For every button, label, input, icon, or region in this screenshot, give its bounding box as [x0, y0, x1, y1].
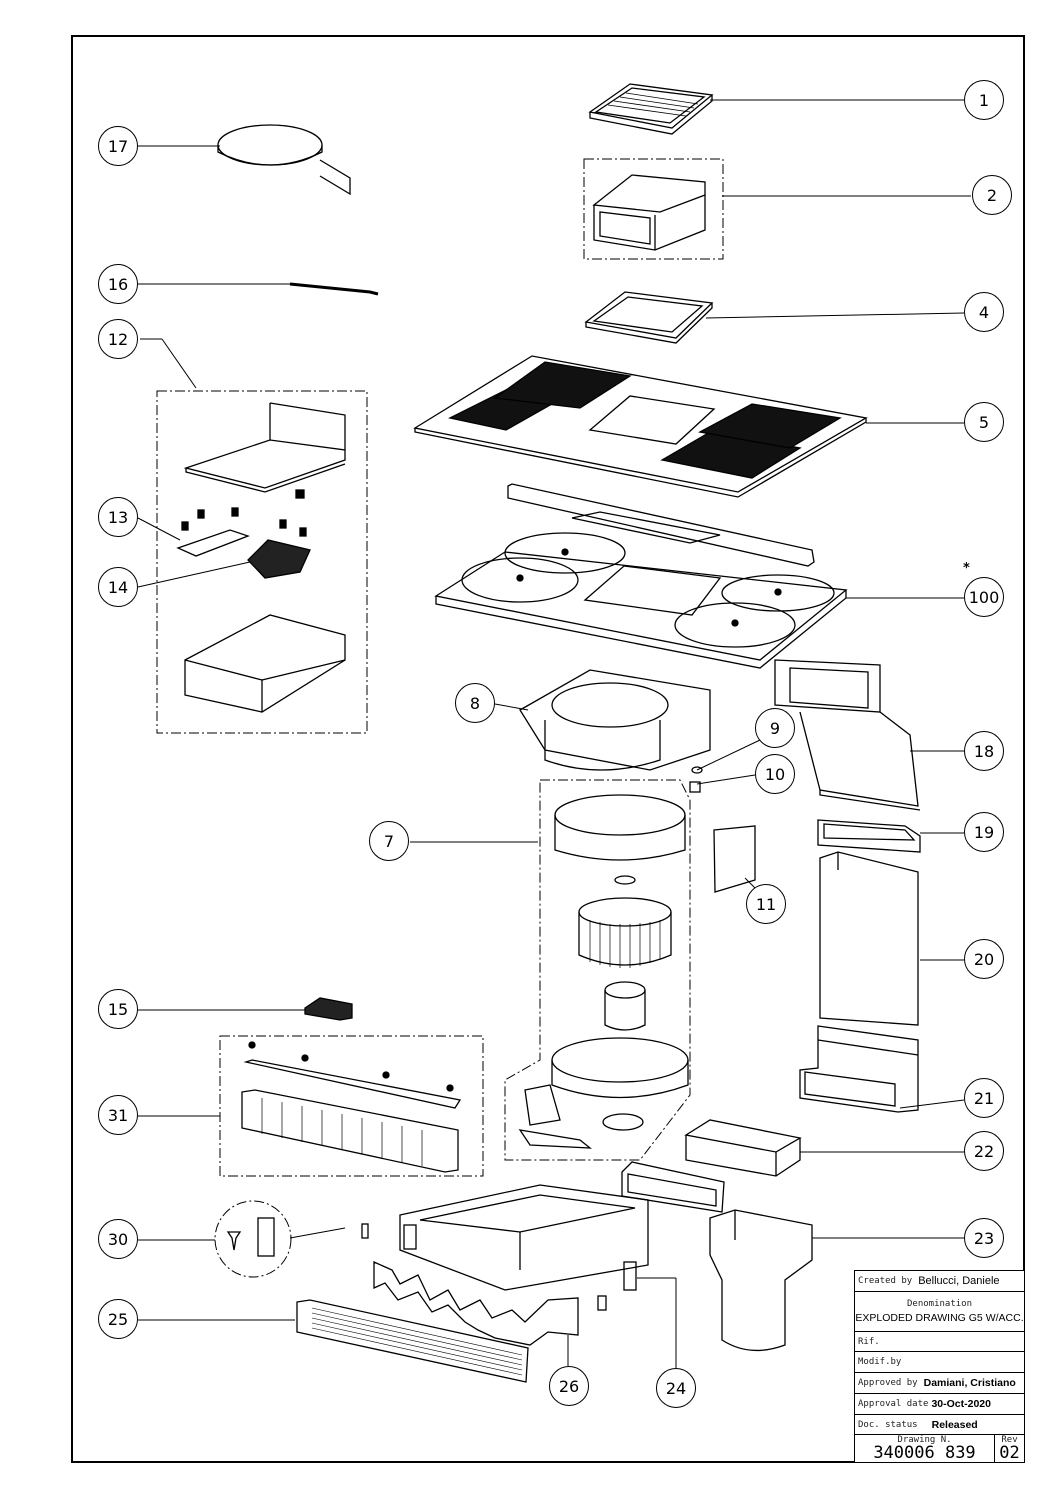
callout-24: 24	[656, 1368, 696, 1408]
tb-status-label: Doc. status	[858, 1419, 918, 1430]
tb-rif-row: Rif.	[855, 1332, 1024, 1352]
callout-18: 18	[964, 731, 1004, 771]
callout-19: 19	[964, 812, 1004, 852]
callout-9: 9	[755, 708, 795, 748]
tb-status-row: Doc. status Released	[855, 1415, 1024, 1435]
callout-14: 14	[98, 567, 138, 607]
drawing-frame	[71, 35, 1025, 1463]
part-9-washer	[691, 766, 703, 774]
tb-rif-label: Rif.	[858, 1336, 880, 1347]
part-8-fan-housing	[519, 669, 711, 771]
callout-25: 25	[98, 1299, 138, 1339]
tb-modif-row: Modif.by	[855, 1352, 1024, 1373]
part-19-gasket	[817, 819, 921, 853]
callout-13: 13	[98, 497, 138, 537]
callout-21: 21	[964, 1078, 1004, 1118]
callout-1: 1	[964, 80, 1004, 120]
part-15-module	[304, 997, 353, 1021]
callout-22: 22	[964, 1131, 1004, 1171]
part-25-grille	[296, 1299, 529, 1383]
part-clip	[597, 1295, 607, 1311]
callout-23: 23	[964, 1218, 1004, 1258]
part-13-board	[176, 529, 250, 557]
part-18-duct-elbow	[774, 659, 921, 811]
part-16-sensor	[289, 282, 379, 296]
part-22-duct	[684, 1119, 802, 1177]
part-21-elbow	[799, 1025, 919, 1113]
callout-2: 2	[972, 175, 1012, 215]
tb-created-label: Created by	[858, 1276, 913, 1286]
callout-15: 15	[98, 989, 138, 1029]
tb-drawing-label: Drawing N.	[897, 1435, 952, 1445]
part-26-baffle	[373, 1260, 579, 1346]
callout-5: 5	[964, 402, 1004, 442]
tb-modif-label: Modif.by	[858, 1357, 902, 1367]
callout-30: 30	[98, 1219, 138, 1259]
part-23-adapter	[621, 1161, 813, 1352]
tb-status-value: Released	[931, 1418, 978, 1431]
part-10-nut	[689, 781, 701, 793]
part-11-bracket	[713, 825, 756, 893]
leader-lines	[137, 99, 971, 1368]
support-bar	[507, 483, 815, 567]
callout-4: 4	[964, 292, 1004, 332]
tb-rev-value: 02	[999, 1443, 1020, 1463]
callout-8: 8	[455, 683, 495, 723]
callout-16: 16	[98, 264, 138, 304]
part-31-cover-rail	[241, 1041, 462, 1173]
tb-rev-cell: Rev 02	[995, 1435, 1024, 1462]
tb-rev-label: Rev	[1001, 1435, 1018, 1445]
tb-denomination-row: Denomination EXPLODED DRAWING G5 W/ACC.	[855, 1292, 1024, 1332]
callout-7: 7	[369, 821, 409, 861]
tb-created-value: Bellucci, Daniele	[918, 1275, 1000, 1287]
tb-approved-value: Damiani, Cristiano	[923, 1377, 1016, 1389]
callout-20: 20	[964, 939, 1004, 979]
tb-date-value: 30-Oct-2020	[931, 1398, 991, 1410]
part-4-frame	[584, 291, 714, 344]
part-30-accessories	[226, 1217, 369, 1257]
tb-denomination-label: Denomination	[906, 1299, 973, 1309]
part-14-pcb	[247, 539, 311, 579]
tb-approved-row: Approved by Damiani, Cristiano	[855, 1373, 1024, 1394]
part-100-induction-module	[434, 532, 848, 669]
part-20-duct-straight	[819, 851, 919, 1026]
callout-11: 11	[746, 884, 786, 924]
callout-31: 31	[98, 1095, 138, 1135]
part-1-grill	[588, 83, 714, 135]
part-24-plinth-frame	[399, 1184, 649, 1291]
tb-approved-label: Approved by	[858, 1378, 918, 1388]
tb-drawing-cell: Drawing N. 340006 839	[855, 1435, 995, 1462]
part-5-hob-glass	[413, 355, 868, 498]
part-17-tape-ring	[217, 124, 351, 196]
callout-100: 100	[964, 577, 1004, 617]
part-7-fan-assembly	[518, 794, 689, 1149]
tb-drawing-value: 340006 839	[873, 1443, 976, 1463]
asterisk-marker: *	[963, 561, 970, 576]
tb-date-label: Approval date	[858, 1399, 929, 1409]
part-12-control-box	[181, 402, 346, 713]
callout-17: 17	[98, 126, 138, 166]
callout-10: 10	[755, 754, 795, 794]
callout-26: 26	[549, 1366, 589, 1406]
callout-12: 12	[98, 319, 138, 359]
tb-denomination-value: EXPLODED DRAWING G5 W/ACC.	[855, 1312, 1024, 1324]
tb-created-row: Created by Bellucci, Daniele	[855, 1271, 1024, 1292]
title-block: Created by Bellucci, Daniele Denominatio…	[854, 1270, 1025, 1463]
part-2-tray	[592, 174, 706, 251]
tb-date-row: Approval date 30-Oct-2020	[855, 1394, 1024, 1415]
